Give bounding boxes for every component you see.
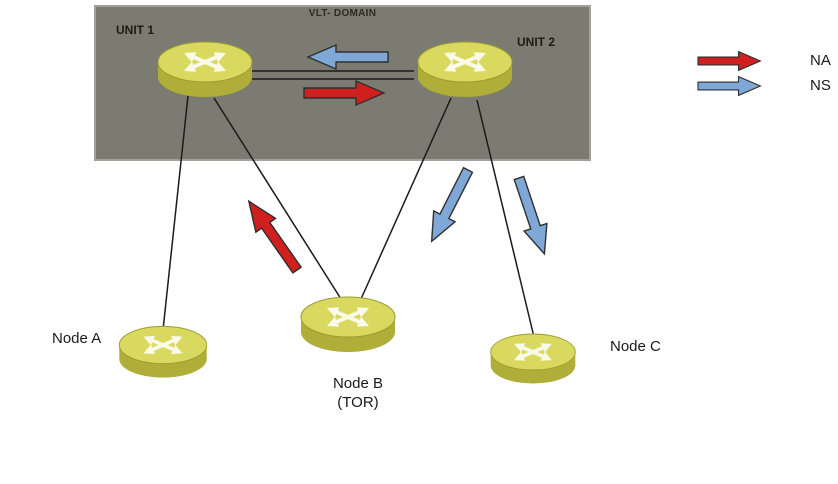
legend-na-arrow-icon	[697, 51, 761, 71]
link-unit1-nodea	[162, 95, 189, 331]
node-b-label-group: Node B (TOR)	[298, 374, 418, 412]
ns-arrow-unit2-to-nodeb-icon	[420, 163, 480, 248]
node-a-label: Node A	[52, 330, 102, 347]
link-unit2-nodec	[476, 99, 535, 338]
unit1-label: UNIT 1	[116, 23, 155, 37]
legend-na-label: NA	[810, 52, 831, 69]
node-b-label: Node B	[332, 375, 384, 392]
router-node-c-icon	[491, 334, 576, 384]
unit2-label: UNIT 2	[517, 35, 556, 49]
router-unit2-icon	[418, 42, 512, 97]
link-unit1-nodeb	[213, 97, 342, 300]
vlt-domain-label: VLT- DOMAIN	[308, 8, 377, 19]
legend-ns-arrow-icon	[697, 76, 761, 96]
link-unit2-nodeb	[360, 97, 452, 300]
legend-ns-label: NS	[810, 77, 831, 94]
router-unit1-icon	[158, 42, 252, 97]
ns-arrow-unit2-to-nodec-icon	[506, 173, 557, 259]
router-node-a-icon	[119, 326, 206, 377]
node-c-label: Node C	[610, 338, 661, 355]
links	[162, 70, 535, 338]
router-node-b-icon	[301, 297, 395, 352]
na-arrow-nodeb-to-unit1-icon	[238, 193, 308, 278]
node-b-sublabel: (TOR)	[337, 394, 379, 411]
